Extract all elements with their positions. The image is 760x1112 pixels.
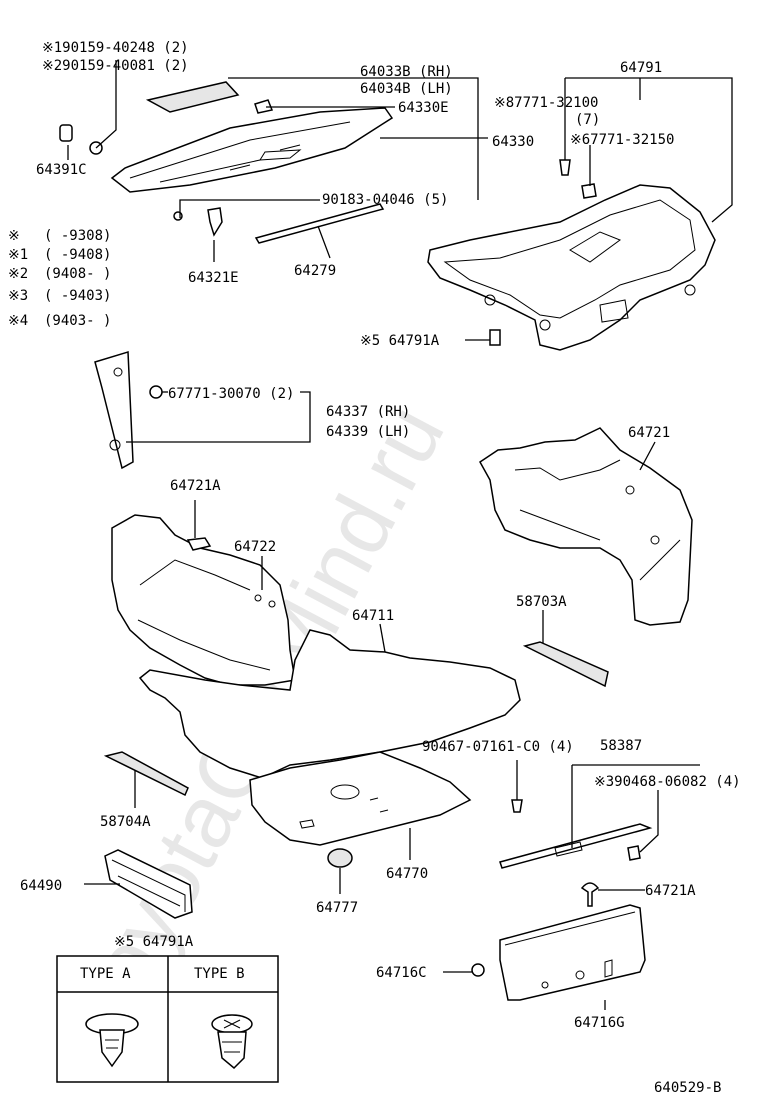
footnote-range-0: ( -9308) [44,228,111,244]
label-90467: 90467-07161-C0 (4) [422,739,574,755]
part-64321E-shape [207,207,223,237]
type-a-clip-icon [85,1013,139,1068]
part-67771-32150-shape [581,183,597,199]
part-64722-shape [111,514,296,686]
label-64721A: 64721A [170,478,221,494]
type-a-header: TYPE A [80,966,131,982]
label-67771-30070: 67771-30070 (2) [168,386,294,402]
part-64711-shape [138,629,521,779]
label-64337: 64337 (RH) [326,404,410,420]
part-64770-shape [249,751,472,846]
footnote-range-3: ( -9403) [44,288,111,304]
part-64330E-shape [254,99,274,114]
label-64330: 64330 [492,134,534,150]
label-64777: 64777 [316,900,358,916]
label-90468: ※390468-06082 (4) [594,774,741,790]
label-64279: 64279 [294,263,336,279]
part-64777-shape [327,848,353,868]
part-67771-30070-shape [149,385,163,399]
part-58703A-shape [522,641,609,688]
label-64791: 64791 [620,60,662,76]
part-64337-shape [94,351,134,470]
footnote-mark-1: ※1 [8,247,28,263]
label-64330E: 64330E [398,100,449,116]
label-64339: 64339 (LH) [326,424,410,440]
part-64791-shape [427,184,716,351]
part-64721A-b-shape [580,882,600,907]
label-64721: 64721 [628,425,670,441]
label-64721A-b: 64721A [645,883,696,899]
label-64791A-bottom: ※5 64791A [114,934,194,950]
part-58704A-shape [103,751,189,797]
label-58387: 58387 [600,738,642,754]
label-90159-40248: ※190159-40248 (2) [42,40,189,56]
footnote-range-1: ( -9408) [44,247,111,263]
type-b-header: TYPE B [194,966,245,982]
footnote-range-4: (9403- ) [44,313,111,329]
part-64721A-shape [186,537,212,551]
part-64330-shape [110,107,394,193]
label-64391C: 64391C [36,162,87,178]
label-64770: 64770 [386,866,428,882]
footnote-mark-0: ※ [8,228,20,244]
label-64791A-top: ※5 64791A [360,333,440,349]
label-64716G: 64716G [574,1015,625,1031]
label-58703A: 58703A [516,594,567,610]
part-64791A-clip-shape [489,329,501,346]
part-90468-clip-shape [627,845,641,861]
label-64722: 64722 [234,539,276,555]
label-67771-32150: ※67771-32150 [570,132,674,148]
footnote-mark-3: ※3 [8,288,28,304]
footnote-mark-2: ※2 [8,266,28,282]
footnote-mark-4: ※4 [8,313,28,329]
label-64034B: 64034B (LH) [360,81,453,97]
label-64033B: 64033B (RH) [360,64,453,80]
part-64279-shape [254,203,385,244]
part-64033B-shape [145,81,240,113]
type-b-clip-icon [211,1014,253,1070]
part-64716G-shape [499,904,646,1001]
label-90183: 90183-04046 (5) [322,192,448,208]
diagram-code: 640529-B [654,1080,721,1096]
part-58387-shape [499,823,653,869]
part-87771-clip-shape [559,159,571,176]
label-64321E: 64321E [188,270,239,286]
part-90183-clip-shape [173,211,183,221]
label-87771-qty: (7) [575,112,600,128]
part-64716C-shape [471,963,485,977]
label-64490: 64490 [20,878,62,894]
label-87771: ※87771-32100 [494,95,598,111]
label-58704A: 58704A [100,814,151,830]
part-90467-screw-shape [511,799,523,813]
label-64716C: 64716C [376,965,427,981]
footnote-range-2: (9408- ) [44,266,111,282]
part-64391C-shape [59,124,73,142]
label-64711: 64711 [352,608,394,624]
label-90159-40081: ※290159-40081 (2) [42,58,189,74]
part-64721-shape [479,427,693,626]
